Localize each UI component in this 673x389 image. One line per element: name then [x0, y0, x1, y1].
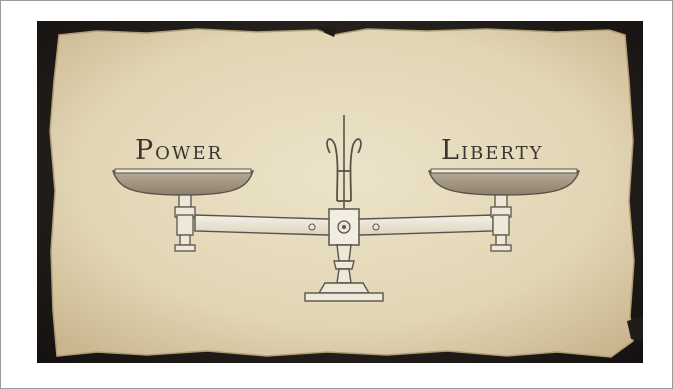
power-label-rest: OWER	[155, 143, 223, 164]
left-pan	[113, 169, 253, 195]
power-label-initial: P	[135, 135, 155, 166]
liberty-label: LIBERTY	[441, 135, 544, 166]
balance-scale-illustration	[37, 21, 643, 363]
liberty-label-rest: IBERTY	[461, 143, 544, 164]
right-pan	[429, 169, 579, 195]
power-label: POWER	[135, 135, 223, 166]
center-fulcrum-block	[329, 209, 359, 245]
liberty-label-initial: L	[441, 135, 461, 166]
photo-background: POWER LIBERTY	[37, 21, 643, 363]
